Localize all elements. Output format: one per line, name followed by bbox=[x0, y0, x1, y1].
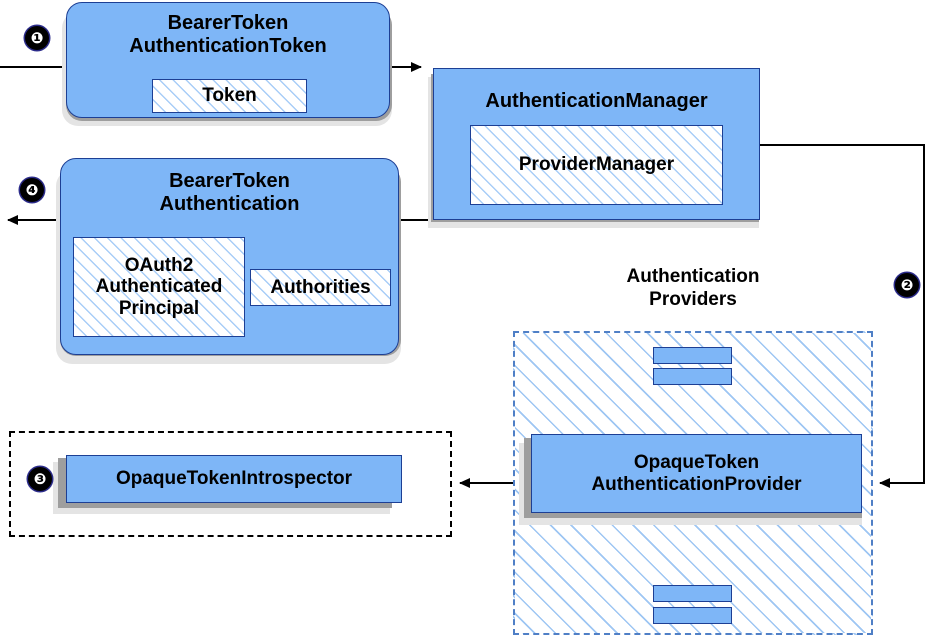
authentication-providers-title: Authentication Providers bbox=[626, 266, 760, 310]
opaque-token-authentication-provider[interactable]: OpaqueToken AuthenticationProvider bbox=[531, 434, 862, 513]
token-box[interactable]: Token bbox=[152, 79, 307, 113]
authentication-manager-label: AuthenticationManager bbox=[485, 89, 708, 112]
bearer-token-authentication[interactable]: BearerToken Authentication OAuth2 Authen… bbox=[60, 158, 399, 355]
authorities[interactable]: Authorities bbox=[250, 269, 391, 306]
bearer-token-authentication-token[interactable]: BearerToken AuthenticationToken Token bbox=[66, 2, 390, 118]
provider-stack-bar-bottom-1 bbox=[653, 585, 732, 602]
provider-stack-bar-top-2 bbox=[653, 368, 732, 385]
bearer-token-authentication-label: BearerToken Authentication bbox=[159, 170, 300, 215]
provider-stack-bar-top-1 bbox=[653, 347, 732, 364]
step-badge-3: ❸ bbox=[28, 467, 52, 491]
bearer-token-authentication-token-label: BearerToken AuthenticationToken bbox=[129, 12, 327, 57]
authentication-manager[interactable]: AuthenticationManager ProviderManager bbox=[433, 68, 760, 220]
step-badge-4: ❹ bbox=[20, 178, 44, 202]
step-badge-2: ❷ bbox=[895, 273, 919, 297]
step-badge-1: ❶ bbox=[25, 26, 49, 50]
oauth2-authenticated-principal[interactable]: OAuth2 Authenticated Principal bbox=[73, 237, 245, 337]
provider-manager[interactable]: ProviderManager bbox=[470, 125, 723, 205]
provider-stack-bar-bottom-2 bbox=[653, 607, 732, 624]
opaque-token-introspector[interactable]: OpaqueTokenIntrospector bbox=[66, 455, 402, 503]
introspector-zone bbox=[9, 431, 452, 537]
